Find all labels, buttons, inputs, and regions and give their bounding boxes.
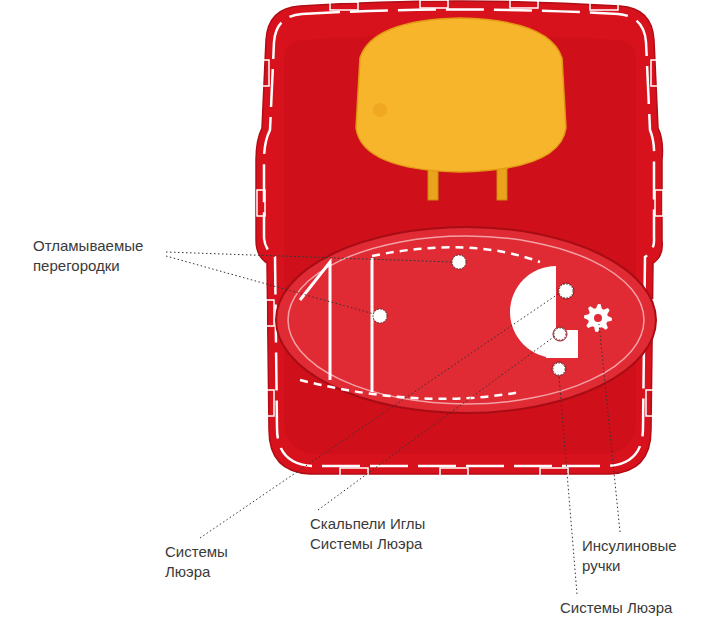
insulin-pen-gear [584,304,612,332]
rim-clip [266,390,274,416]
gear-hub [594,314,602,322]
rim-clip [420,0,448,8]
rim-clip [261,60,269,86]
callout-dot [554,328,566,340]
callout-label: Отламываемые перегородки [33,236,163,277]
luer-hole [552,362,566,376]
rim-clip [340,468,368,476]
window-oval [276,227,656,413]
leader-line [166,256,374,314]
flap-mark [373,103,387,117]
callout-dots [373,255,573,375]
leader-line [200,292,561,538]
lid [256,0,663,476]
rim-clip [646,390,654,416]
callout-dot [452,255,466,269]
rim-clips [257,0,663,476]
leader-line [318,336,555,510]
callout-label: Инсулиновые ручки [582,536,682,577]
rim-clip [257,190,265,216]
rim-clip [540,468,568,476]
rim-clip [330,2,358,10]
rim-clip [510,0,538,8]
lid-body [256,1,663,474]
leader-lines [166,252,620,594]
rim-clip [655,190,663,216]
callout-dot [559,284,573,298]
partition-line [300,262,330,380]
luer-hole [553,327,567,341]
window-inner [288,236,644,404]
flap [356,18,566,200]
opening-window [276,227,656,413]
callout-dot [373,309,387,323]
partition-line [371,258,374,392]
callout-label: Системы Люэра [165,542,245,583]
rim-clip [266,300,274,326]
rim-clip [590,2,618,10]
rim-clip [651,60,659,86]
partition-dash [300,380,520,399]
leader-line [559,376,577,594]
half-disc-opening [510,266,556,358]
luer-hole [558,283,574,299]
leader-line [599,324,620,532]
leader-line [166,252,452,262]
callout-label: Скальпели Иглы Системы Люэра [310,514,426,555]
yellow-flap [356,18,566,172]
callout-label: Системы Люэра [560,598,672,618]
rim-clip [440,468,468,476]
callout-dot [553,363,565,375]
